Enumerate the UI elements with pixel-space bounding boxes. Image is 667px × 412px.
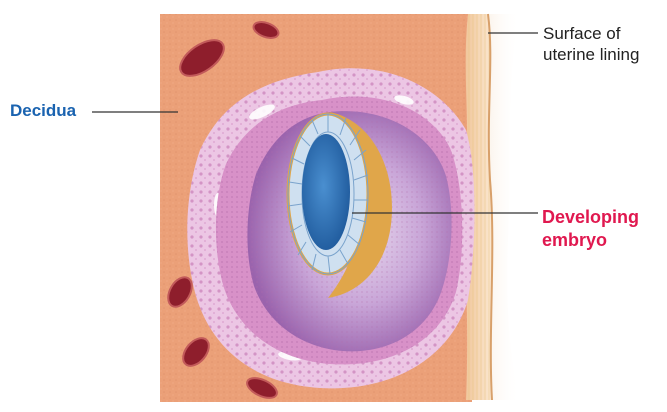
surface-of-uterine-lining-label: Surface of uterine lining: [543, 23, 639, 66]
developing-embryo-label: Developing embryo: [542, 206, 639, 251]
surface-label-line-2: uterine lining: [543, 44, 639, 65]
embryo-label-line-1: Developing: [542, 206, 639, 229]
embryo-label-line-2: embryo: [542, 229, 639, 252]
surface-label-line-1: Surface of: [543, 23, 639, 44]
decidua-label: Decidua: [10, 100, 76, 121]
